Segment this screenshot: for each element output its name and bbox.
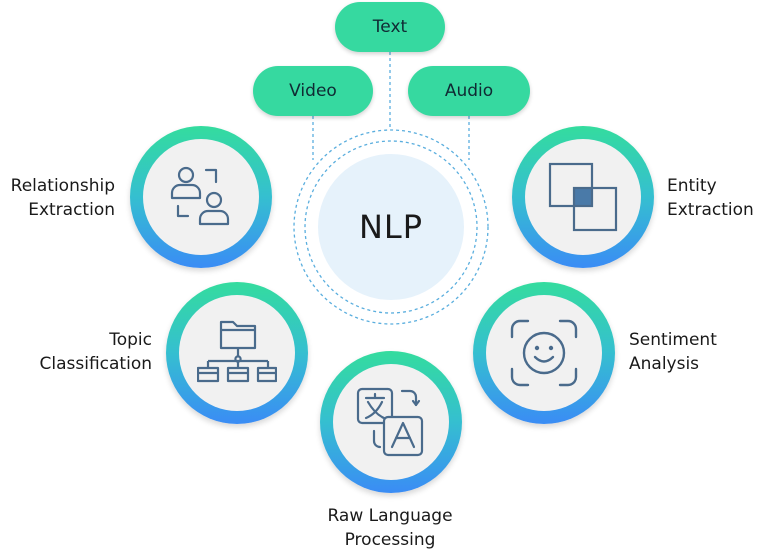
label-sentiment-line1: Sentiment xyxy=(629,330,717,350)
label-raw-line2: Processing xyxy=(344,530,436,550)
translate-icon xyxy=(356,387,424,457)
label-sentiment-line2: Analysis xyxy=(629,354,700,374)
node-sentiment-analysis xyxy=(473,282,615,424)
label-sentiment-analysis: Sentiment Analysis xyxy=(629,328,717,376)
center-disc: NLP xyxy=(318,154,464,300)
label-topic-classification: Topic Classification xyxy=(40,328,152,376)
people-relationship-icon xyxy=(170,166,230,226)
label-entity-extraction: Entity Extraction xyxy=(667,174,754,222)
node-relationship-inner xyxy=(143,139,259,255)
label-relationship-extraction: Relationship Extraction xyxy=(11,174,115,222)
smiley-face-scan-icon xyxy=(510,319,578,387)
label-entity-line1: Entity xyxy=(667,176,717,196)
node-raw-language-processing xyxy=(320,351,462,493)
node-entity-extraction xyxy=(512,126,654,268)
label-topic-line2: Classification xyxy=(39,354,152,374)
node-relationship-extraction xyxy=(130,126,272,268)
source-pill-video: Video xyxy=(253,66,373,116)
label-topic-line1: Topic xyxy=(109,330,152,350)
center-title: NLP xyxy=(358,208,424,246)
label-relationship-line2: Extraction xyxy=(28,200,115,220)
overlapping-squares-icon xyxy=(548,162,618,232)
node-raw-inner xyxy=(333,364,449,480)
node-sentiment-inner xyxy=(486,295,602,411)
source-pill-video-label: Video xyxy=(289,81,337,101)
source-pill-text: Text xyxy=(335,2,445,52)
source-pill-audio-label: Audio xyxy=(444,81,494,101)
label-raw-language-processing: Raw Language Processing xyxy=(270,504,510,552)
center-dashed-rings xyxy=(293,129,489,325)
node-entity-inner xyxy=(525,139,641,255)
folder-hierarchy-icon xyxy=(197,320,277,383)
source-pill-audio: Audio xyxy=(408,66,530,116)
label-raw-line1: Raw Language xyxy=(327,506,453,526)
label-relationship-line1: Relationship xyxy=(10,176,115,196)
label-entity-line2: Extraction xyxy=(667,200,754,220)
source-pill-text-label: Text xyxy=(372,17,408,37)
node-topic-inner xyxy=(179,295,295,411)
node-topic-classification xyxy=(166,282,308,424)
